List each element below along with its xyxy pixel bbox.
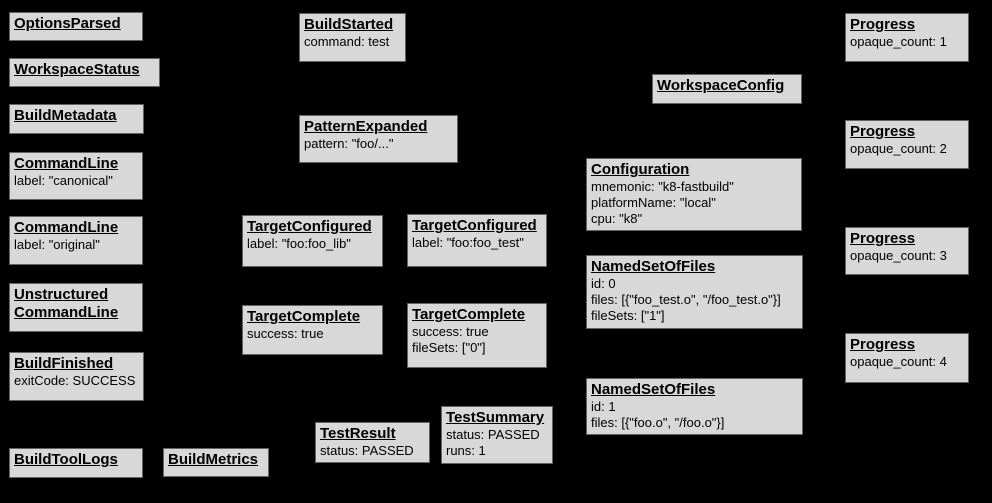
node-progress-1: Progress opaque_count: 1: [845, 13, 969, 62]
node-named-set-of-files-0: NamedSetOfFiles id: 0 files: [{"foo_test…: [586, 255, 803, 329]
node-build-metrics: BuildMetrics: [163, 448, 269, 477]
node-build-tool-logs: BuildToolLogs: [9, 448, 143, 478]
node-title: BuildMetadata: [14, 107, 117, 124]
node-title: Progress: [850, 16, 916, 33]
node-title: Progress: [850, 230, 916, 247]
node-field: success: true: [412, 324, 489, 339]
node-title: BuildMetrics: [168, 451, 259, 468]
node-field: success: true: [247, 326, 324, 341]
node-title: OptionsParsed: [14, 15, 121, 32]
node-field: cpu: "k8": [591, 211, 643, 226]
node-field: status: PASSED: [446, 427, 540, 442]
node-configuration: Configuration mnemonic: "k8-fastbuild" p…: [586, 158, 802, 231]
node-field: id: 0: [591, 276, 616, 291]
node-title: TargetComplete: [412, 306, 526, 323]
node-title: WorkspaceStatus: [14, 61, 140, 78]
node-command-line-canonical: CommandLine label: "canonical": [9, 152, 143, 200]
node-field: status: PASSED: [320, 443, 414, 458]
node-field: opaque_count: 4: [850, 354, 947, 369]
node-title: WorkspaceConfig: [657, 77, 785, 94]
node-title: Configuration: [591, 161, 690, 178]
node-title: BuildStarted: [304, 16, 394, 33]
node-title: CommandLine: [14, 219, 119, 236]
node-title: NamedSetOfFiles: [591, 258, 716, 275]
node-field: fileSets: ["0"]: [412, 340, 486, 355]
node-title: BuildToolLogs: [14, 451, 118, 468]
node-title: TestResult: [320, 425, 396, 442]
node-target-complete-foo-lib: TargetComplete success: true: [242, 305, 383, 355]
node-title: Unstructured CommandLine: [14, 286, 119, 321]
node-field: mnemonic: "k8-fastbuild": [591, 179, 734, 194]
node-progress-2: Progress opaque_count: 2: [845, 120, 969, 169]
node-pattern-expanded: PatternExpanded pattern: "foo/...": [299, 115, 458, 163]
node-target-configured-foo-test: TargetConfigured label: "foo:foo_test": [407, 214, 547, 267]
node-title: CommandLine: [14, 155, 119, 172]
node-build-started: BuildStarted command: test: [299, 13, 406, 62]
node-title: Progress: [850, 336, 916, 353]
node-field: label: "foo:foo_lib": [247, 236, 351, 251]
node-build-finished: BuildFinished exitCode: SUCCESS: [9, 352, 144, 401]
node-title: BuildFinished: [14, 355, 114, 372]
node-title: TargetConfigured: [247, 218, 372, 235]
node-field: opaque_count: 1: [850, 34, 947, 49]
node-test-result: TestResult status: PASSED: [315, 422, 430, 463]
node-title: TargetComplete: [247, 308, 361, 325]
node-title: TargetConfigured: [412, 217, 537, 234]
node-title: NamedSetOfFiles: [591, 381, 716, 398]
node-target-configured-foo-lib: TargetConfigured label: "foo:foo_lib": [242, 215, 383, 267]
node-build-metadata: BuildMetadata: [9, 104, 144, 134]
node-field: label: "foo:foo_test": [412, 235, 524, 250]
node-field: fileSets: ["1"]: [591, 308, 665, 323]
node-workspace-status: WorkspaceStatus: [9, 58, 160, 87]
node-options-parsed: OptionsParsed: [9, 12, 143, 41]
node-unstructured-command-line: Unstructured CommandLine: [9, 283, 143, 332]
node-named-set-of-files-1: NamedSetOfFiles id: 1 files: [{"foo.o", …: [586, 378, 803, 435]
node-field: exitCode: SUCCESS: [14, 373, 136, 388]
node-title: Progress: [850, 123, 916, 140]
node-test-summary: TestSummary status: PASSED runs: 1: [441, 406, 553, 464]
node-field: command: test: [304, 34, 390, 49]
node-title: TestSummary: [446, 409, 545, 426]
node-field: opaque_count: 3: [850, 248, 947, 263]
node-field: opaque_count: 2: [850, 141, 947, 156]
node-title: PatternExpanded: [304, 118, 428, 135]
node-target-complete-foo-test: TargetComplete success: true fileSets: […: [407, 303, 547, 368]
node-field: platformName: "local": [591, 195, 716, 210]
node-field: files: [{"foo_test.o", "/foo_test.o"}]: [591, 292, 781, 307]
node-progress-3: Progress opaque_count: 3: [845, 227, 969, 275]
node-field: label: "original": [14, 237, 100, 252]
node-progress-4: Progress opaque_count: 4: [845, 333, 969, 383]
node-field: runs: 1: [446, 443, 486, 458]
node-field: pattern: "foo/...": [304, 136, 394, 151]
node-field: files: [{"foo.o", "/foo.o"}]: [591, 415, 725, 430]
node-field: label: "canonical": [14, 173, 113, 188]
node-command-line-original: CommandLine label: "original": [9, 216, 143, 265]
node-workspace-config: WorkspaceConfig: [652, 74, 802, 104]
node-field: id: 1: [591, 399, 616, 414]
